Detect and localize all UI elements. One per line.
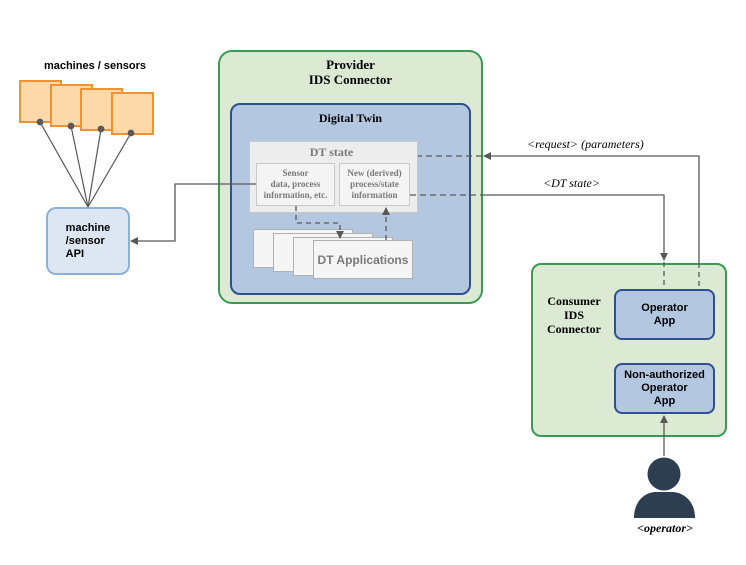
dt-sensor-data-box: Sensor data, process information, etc. bbox=[256, 163, 335, 206]
operator-icon bbox=[634, 457, 695, 518]
sensor-link bbox=[70, 125, 89, 208]
request-edge bbox=[483, 152, 700, 263]
sensor-api-node: machine /sensor API bbox=[46, 207, 130, 275]
dt-applications-card: DT Applications bbox=[313, 240, 413, 279]
sensor-api-label: machine /sensor API bbox=[65, 221, 111, 260]
request-edge-label: <request> (parameters) bbox=[527, 137, 644, 151]
digital-twin-title: Digital Twin bbox=[318, 111, 383, 125]
dt-state-edge bbox=[484, 194, 668, 261]
sensor-box bbox=[111, 92, 154, 135]
non-authorized-operator-app: Non-authorized Operator App bbox=[614, 363, 715, 414]
sensor-link bbox=[87, 128, 102, 208]
dt-state-edge-label: <DT state> bbox=[543, 176, 600, 190]
operator-label: <operator> bbox=[637, 521, 693, 535]
consumer-title: Consumer IDS Connector bbox=[547, 294, 601, 336]
sensor-link bbox=[87, 132, 132, 208]
sensor-link bbox=[39, 121, 89, 208]
provider-title: Provider IDS Connector bbox=[308, 57, 393, 87]
dt-sensor-data-label: Sensor data, process information, etc. bbox=[263, 168, 328, 200]
sensors-title: machines / sensors bbox=[43, 60, 147, 72]
operator-app-label: Operator App bbox=[641, 301, 688, 327]
dt-applications-label: DT Applications bbox=[317, 252, 409, 267]
non-authorized-app-label: Non-authorized Operator App bbox=[624, 369, 705, 407]
dt-state-title: DT state bbox=[309, 145, 354, 159]
operator-app: Operator App bbox=[614, 289, 715, 340]
dt-derived-info-label: New (derived) process/state information bbox=[347, 168, 402, 200]
dt-derived-info-box: New (derived) process/state information bbox=[339, 163, 410, 206]
